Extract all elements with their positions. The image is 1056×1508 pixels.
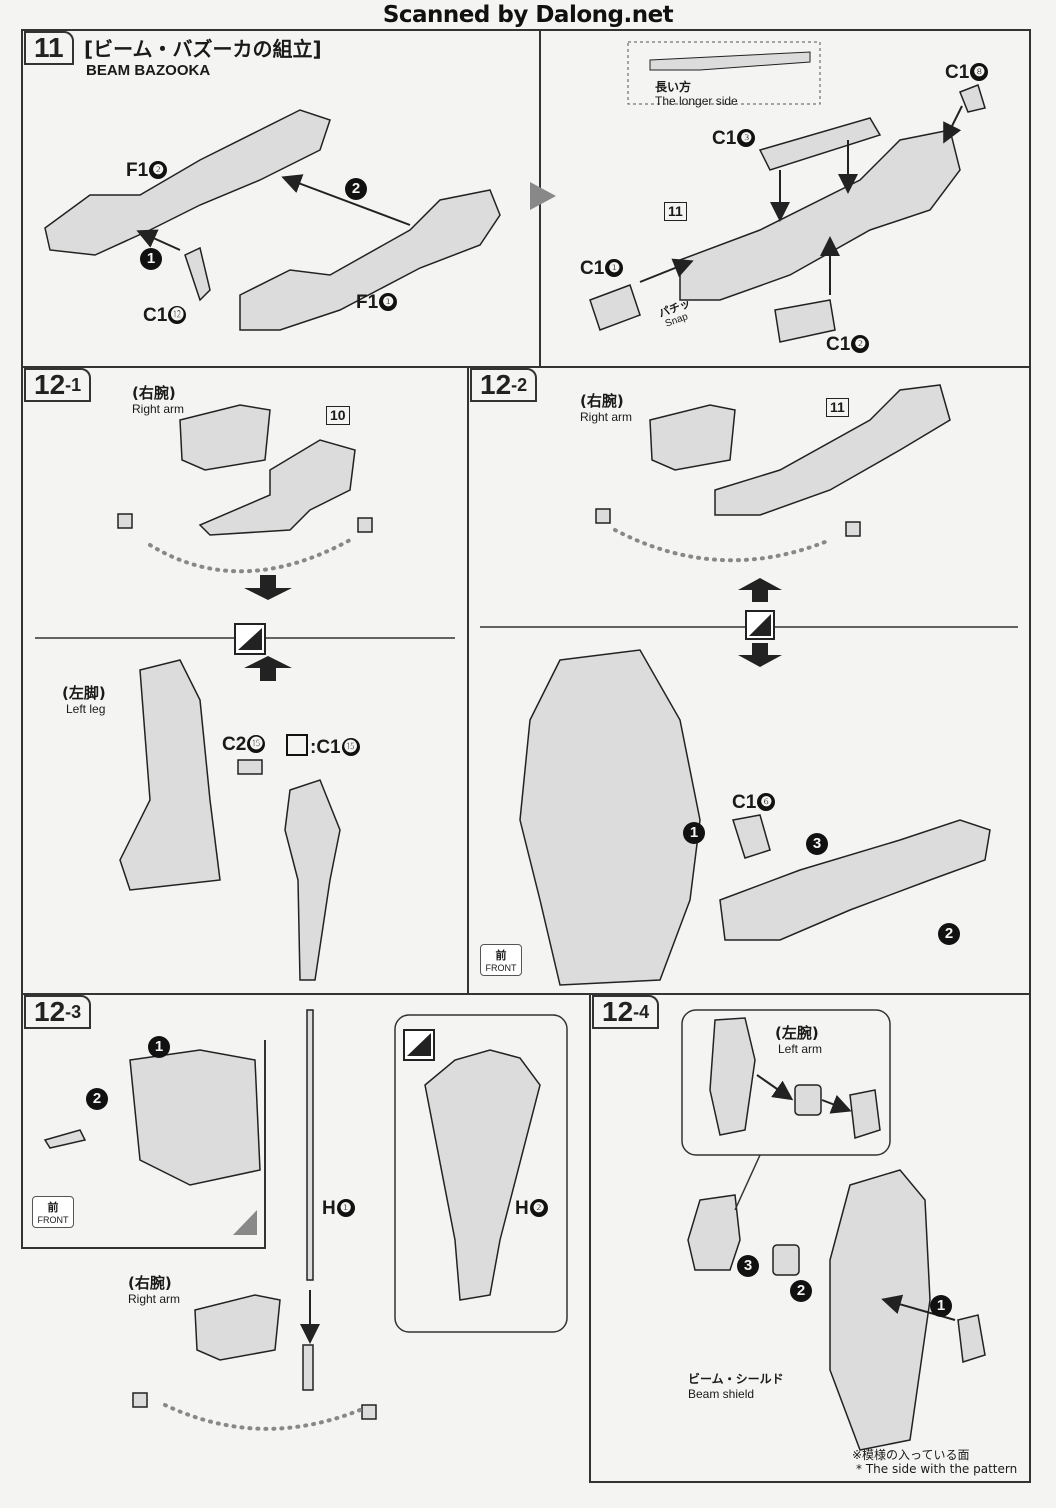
order-badge-2c: 2 xyxy=(86,1088,108,1110)
order-badge-2: 2 xyxy=(345,178,367,200)
order-badge-2b: 2 xyxy=(938,923,960,945)
order-badge-1b: 1 xyxy=(683,822,705,844)
right-arm-en-2: Right arm xyxy=(580,410,633,424)
order-badge-1c: 1 xyxy=(148,1036,170,1058)
watermark: Scanned by Dalong.net xyxy=(382,2,674,28)
longer-side-jp: 長い方 xyxy=(655,80,692,94)
step-number-12-2: 12-2 xyxy=(470,368,538,402)
order-badge-1d: 1 xyxy=(930,1295,952,1317)
step-number-11: 11 xyxy=(24,31,74,65)
order-badge-3: 3 xyxy=(806,833,828,855)
beam-shield-en: Beam shield xyxy=(688,1387,755,1401)
right-arm-en-3: Right arm xyxy=(128,1292,181,1306)
order-badge-3d: 3 xyxy=(737,1255,759,1277)
pattern-note-jp: ※模様の入っている面 xyxy=(852,1448,970,1462)
pattern-note-en: * The side with the pattern xyxy=(856,1462,1018,1476)
right-arm-jp-3: (右腕) xyxy=(128,1274,172,1292)
beam-shield-jp: ビーム・シールド xyxy=(688,1372,784,1386)
longer-side-en: The longer side xyxy=(655,94,738,108)
right-arm-jp-2: (右腕) xyxy=(580,392,624,410)
sticker-tag-10: 10 xyxy=(326,406,350,425)
left-arm-en: Left arm xyxy=(778,1042,823,1056)
step-title-en: BEAM BAZOOKA xyxy=(86,62,211,79)
left-leg-en: Left leg xyxy=(66,702,106,716)
sticker-tag-11b: 11 xyxy=(826,398,849,417)
right-arm-en: Right arm xyxy=(132,402,185,416)
right-arm-jp: (右腕) xyxy=(132,384,176,402)
order-badge-2d: 2 xyxy=(790,1280,812,1302)
step-number-12-4: 12-4 xyxy=(592,995,660,1029)
step-number-12-1: 12-1 xyxy=(24,368,92,402)
step-number-12-3: 12-3 xyxy=(24,995,92,1029)
order-badge-1: 1 xyxy=(140,248,162,270)
step-title-jp: [ビーム・バズーカの組立] xyxy=(84,37,322,61)
swap-icon xyxy=(286,734,308,756)
left-arm-jp: (左腕) xyxy=(775,1024,819,1042)
left-leg-jp: (左脚) xyxy=(62,684,106,702)
sticker-tag-11: 11 xyxy=(664,202,687,221)
